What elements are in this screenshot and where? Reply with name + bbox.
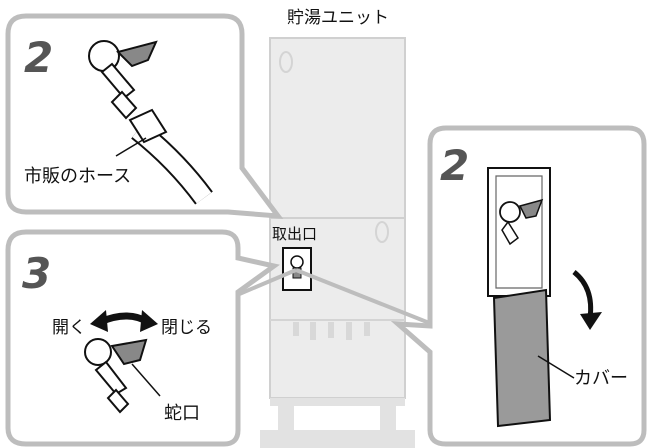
close-label: 閉じる xyxy=(161,318,212,338)
storage-unit: 貯湯ユニット 取出口 xyxy=(260,8,415,448)
callout-hose: 2 市販のホース xyxy=(5,13,284,219)
unit-side-knob xyxy=(375,221,389,243)
unit-upper-body xyxy=(269,37,406,219)
cover-step-number: 2 xyxy=(440,141,469,190)
hose-step-number: 2 xyxy=(24,33,53,82)
cover-panel xyxy=(492,288,552,428)
outlet-label: 取出口 xyxy=(272,225,317,243)
unit-base xyxy=(260,430,415,448)
cover-label: カバー xyxy=(574,368,628,389)
cover-housing xyxy=(487,167,551,297)
unit-lower-body xyxy=(269,217,406,399)
faucet-step-number: 3 xyxy=(22,249,51,298)
faucet-label: 蛇口 xyxy=(164,403,200,424)
unit-pipes xyxy=(293,322,370,340)
faucet-icon xyxy=(84,338,148,414)
callout-faucet: 3 開く 閉じる 蛇口 xyxy=(5,229,280,447)
callout-connectors xyxy=(236,268,453,334)
double-arrow-icon xyxy=(90,310,158,332)
cover-faucet-icon xyxy=(499,198,544,246)
callout-cover: 2 カバー xyxy=(390,125,647,447)
unit-upper-knob xyxy=(279,51,293,73)
hose-faucet-icon xyxy=(88,40,158,120)
open-label: 開く xyxy=(52,318,86,338)
unit-leg-left xyxy=(278,406,294,430)
hose-icon xyxy=(128,108,213,205)
unit-title: 貯湯ユニット xyxy=(287,8,389,28)
hose-label: 市販のホース xyxy=(24,166,131,187)
unit-leg-right xyxy=(380,406,396,430)
